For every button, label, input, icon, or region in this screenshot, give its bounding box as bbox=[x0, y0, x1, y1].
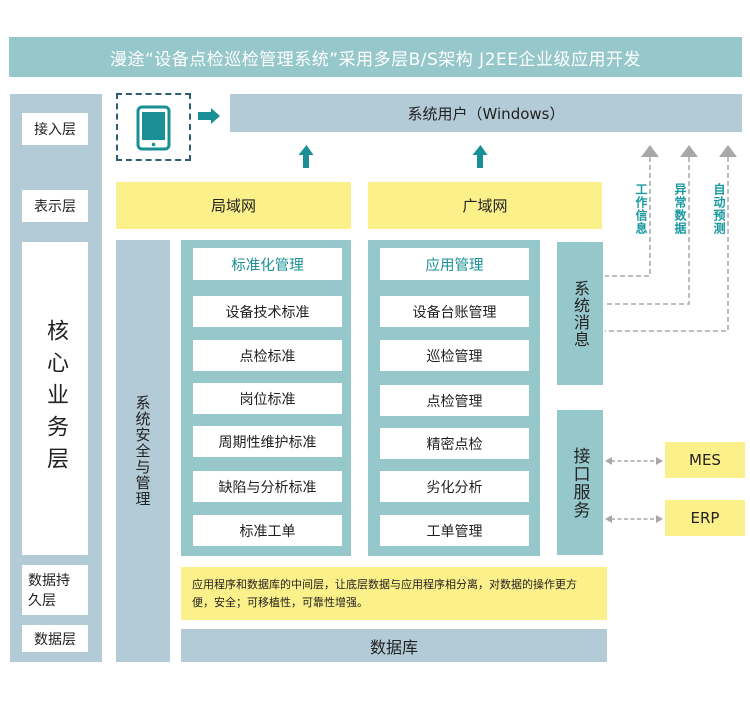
output-label-auto-predict: 自动预测 bbox=[712, 183, 726, 235]
security-label: 系统安全与管理 bbox=[133, 395, 152, 507]
tablet-icon bbox=[136, 105, 171, 151]
middleware-note: 应用程序和数据库的中间层，让底层数据与应用程序相分离，对数据的操作更方便，安全；… bbox=[181, 567, 607, 620]
page-title: 漫途“设备点检巡检管理系统”采用多层B/S架构 J2EE企业级应用开发 bbox=[9, 37, 742, 77]
triangle-up-icon bbox=[719, 145, 737, 157]
output-label-abnormal-data: 异常数据 bbox=[673, 183, 687, 235]
application-item[interactable]: 精密点检 bbox=[380, 428, 529, 459]
arrow-up-icon bbox=[472, 145, 488, 168]
application-item[interactable]: 点检管理 bbox=[380, 385, 529, 416]
device-box bbox=[116, 93, 191, 161]
interface-connectors bbox=[605, 457, 663, 523]
external-system-mes: MES bbox=[665, 442, 745, 478]
arrow-right-icon bbox=[656, 515, 663, 523]
wan-bar: 广域网 bbox=[368, 182, 602, 229]
layer-core-label: 核心业务层 bbox=[43, 318, 68, 479]
system-message-box: 系统消息 bbox=[557, 242, 603, 385]
system-user-bar: 系统用户（Windows） bbox=[230, 94, 742, 132]
application-item[interactable]: 工单管理 bbox=[380, 515, 529, 546]
layer-persistence: 数据持久层 bbox=[22, 565, 88, 615]
arrow-left-icon bbox=[605, 515, 612, 523]
message-connectors bbox=[605, 145, 737, 332]
external-system-erp: ERP bbox=[665, 500, 745, 536]
application-item[interactable]: 巡检管理 bbox=[380, 340, 529, 371]
security-column: 系统安全与管理 bbox=[116, 240, 170, 662]
system-message-label: 系统消息 bbox=[571, 279, 590, 348]
application-header: 应用管理 bbox=[380, 248, 529, 280]
standard-item[interactable]: 设备技术标准 bbox=[193, 296, 342, 327]
standard-item[interactable]: 点检标准 bbox=[193, 340, 342, 371]
triangle-up-icon bbox=[680, 145, 698, 157]
standard-item[interactable]: 周期性维护标准 bbox=[193, 426, 342, 457]
lan-bar: 局域网 bbox=[116, 182, 351, 229]
output-label-work-info: 工作信息 bbox=[634, 183, 648, 235]
layer-core: 核心业务层 bbox=[22, 242, 88, 555]
standard-header: 标准化管理 bbox=[193, 248, 342, 280]
layer-presentation: 表示层 bbox=[22, 190, 88, 222]
application-item[interactable]: 设备台账管理 bbox=[380, 296, 529, 327]
triangle-up-icon bbox=[641, 145, 659, 157]
interface-service-label: 接口服务 bbox=[569, 446, 590, 519]
arrow-right-icon bbox=[656, 457, 663, 465]
database-bar: 数据库 bbox=[181, 629, 607, 662]
arrow-left-icon bbox=[605, 457, 612, 465]
standard-item[interactable]: 标准工单 bbox=[193, 515, 342, 546]
layer-data: 数据层 bbox=[22, 625, 88, 652]
arrow-up-icon bbox=[298, 145, 314, 168]
layer-access: 接入层 bbox=[22, 113, 88, 145]
standard-item[interactable]: 岗位标准 bbox=[193, 383, 342, 414]
interface-service-box: 接口服务 bbox=[557, 410, 603, 555]
application-item[interactable]: 劣化分析 bbox=[380, 471, 529, 502]
standard-item[interactable]: 缺陷与分析标准 bbox=[193, 471, 342, 502]
arrow-right-icon bbox=[198, 108, 220, 124]
